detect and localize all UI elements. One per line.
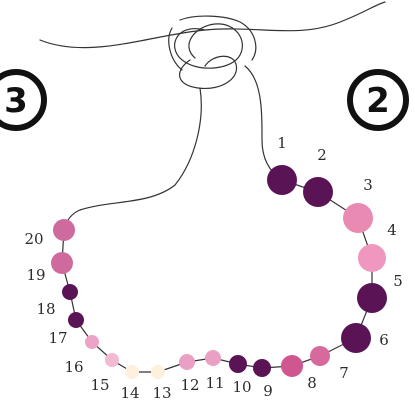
bead-label-6: 6 xyxy=(379,331,389,349)
bead-label-16: 16 xyxy=(64,358,83,376)
bead-6 xyxy=(341,323,371,353)
bead-18 xyxy=(62,284,78,300)
step-number-left: 3 xyxy=(4,81,28,121)
bead-15 xyxy=(105,353,119,367)
bead-9 xyxy=(253,359,271,377)
bead-label-20: 20 xyxy=(24,230,43,248)
bead-8 xyxy=(281,355,303,377)
step-badge-right: 2 xyxy=(350,72,406,128)
bead-label-14: 14 xyxy=(120,384,139,402)
bead-10 xyxy=(229,355,247,373)
thread xyxy=(40,2,385,372)
bead-2 xyxy=(303,177,333,207)
bead-3 xyxy=(343,203,373,233)
bead-1 xyxy=(267,165,297,195)
bead-label-2: 2 xyxy=(317,146,327,164)
bead-19 xyxy=(51,252,73,274)
bead-label-19: 19 xyxy=(26,266,45,284)
bead-14 xyxy=(125,365,139,379)
bead-4 xyxy=(358,244,386,272)
bead-5 xyxy=(357,283,387,313)
step-number-right: 2 xyxy=(366,81,390,121)
bead-7 xyxy=(310,346,330,366)
bead-label-8: 8 xyxy=(307,374,317,392)
bead-12 xyxy=(179,354,195,370)
bead-label-9: 9 xyxy=(263,382,273,400)
bead-label-13: 13 xyxy=(152,384,171,402)
bead-label-7: 7 xyxy=(339,364,349,382)
bead-label-12: 12 xyxy=(180,376,199,394)
bead-11 xyxy=(205,350,221,366)
bead-20 xyxy=(53,219,75,241)
bead-16 xyxy=(85,335,99,349)
bead-label-3: 3 xyxy=(363,176,373,194)
bead-label-1: 1 xyxy=(277,134,287,152)
bead-13 xyxy=(151,365,165,379)
bead-label-11: 11 xyxy=(205,374,224,392)
bead-17 xyxy=(68,312,84,328)
bead-label-17: 17 xyxy=(48,329,67,347)
bead-label-5: 5 xyxy=(393,272,403,290)
step-badge-left: 3 xyxy=(0,72,44,128)
bead-label-18: 18 xyxy=(36,300,55,318)
bead-label-4: 4 xyxy=(387,221,397,239)
bead-label-10: 10 xyxy=(232,378,251,396)
beads xyxy=(51,165,387,379)
bead-label-15: 15 xyxy=(90,376,109,394)
